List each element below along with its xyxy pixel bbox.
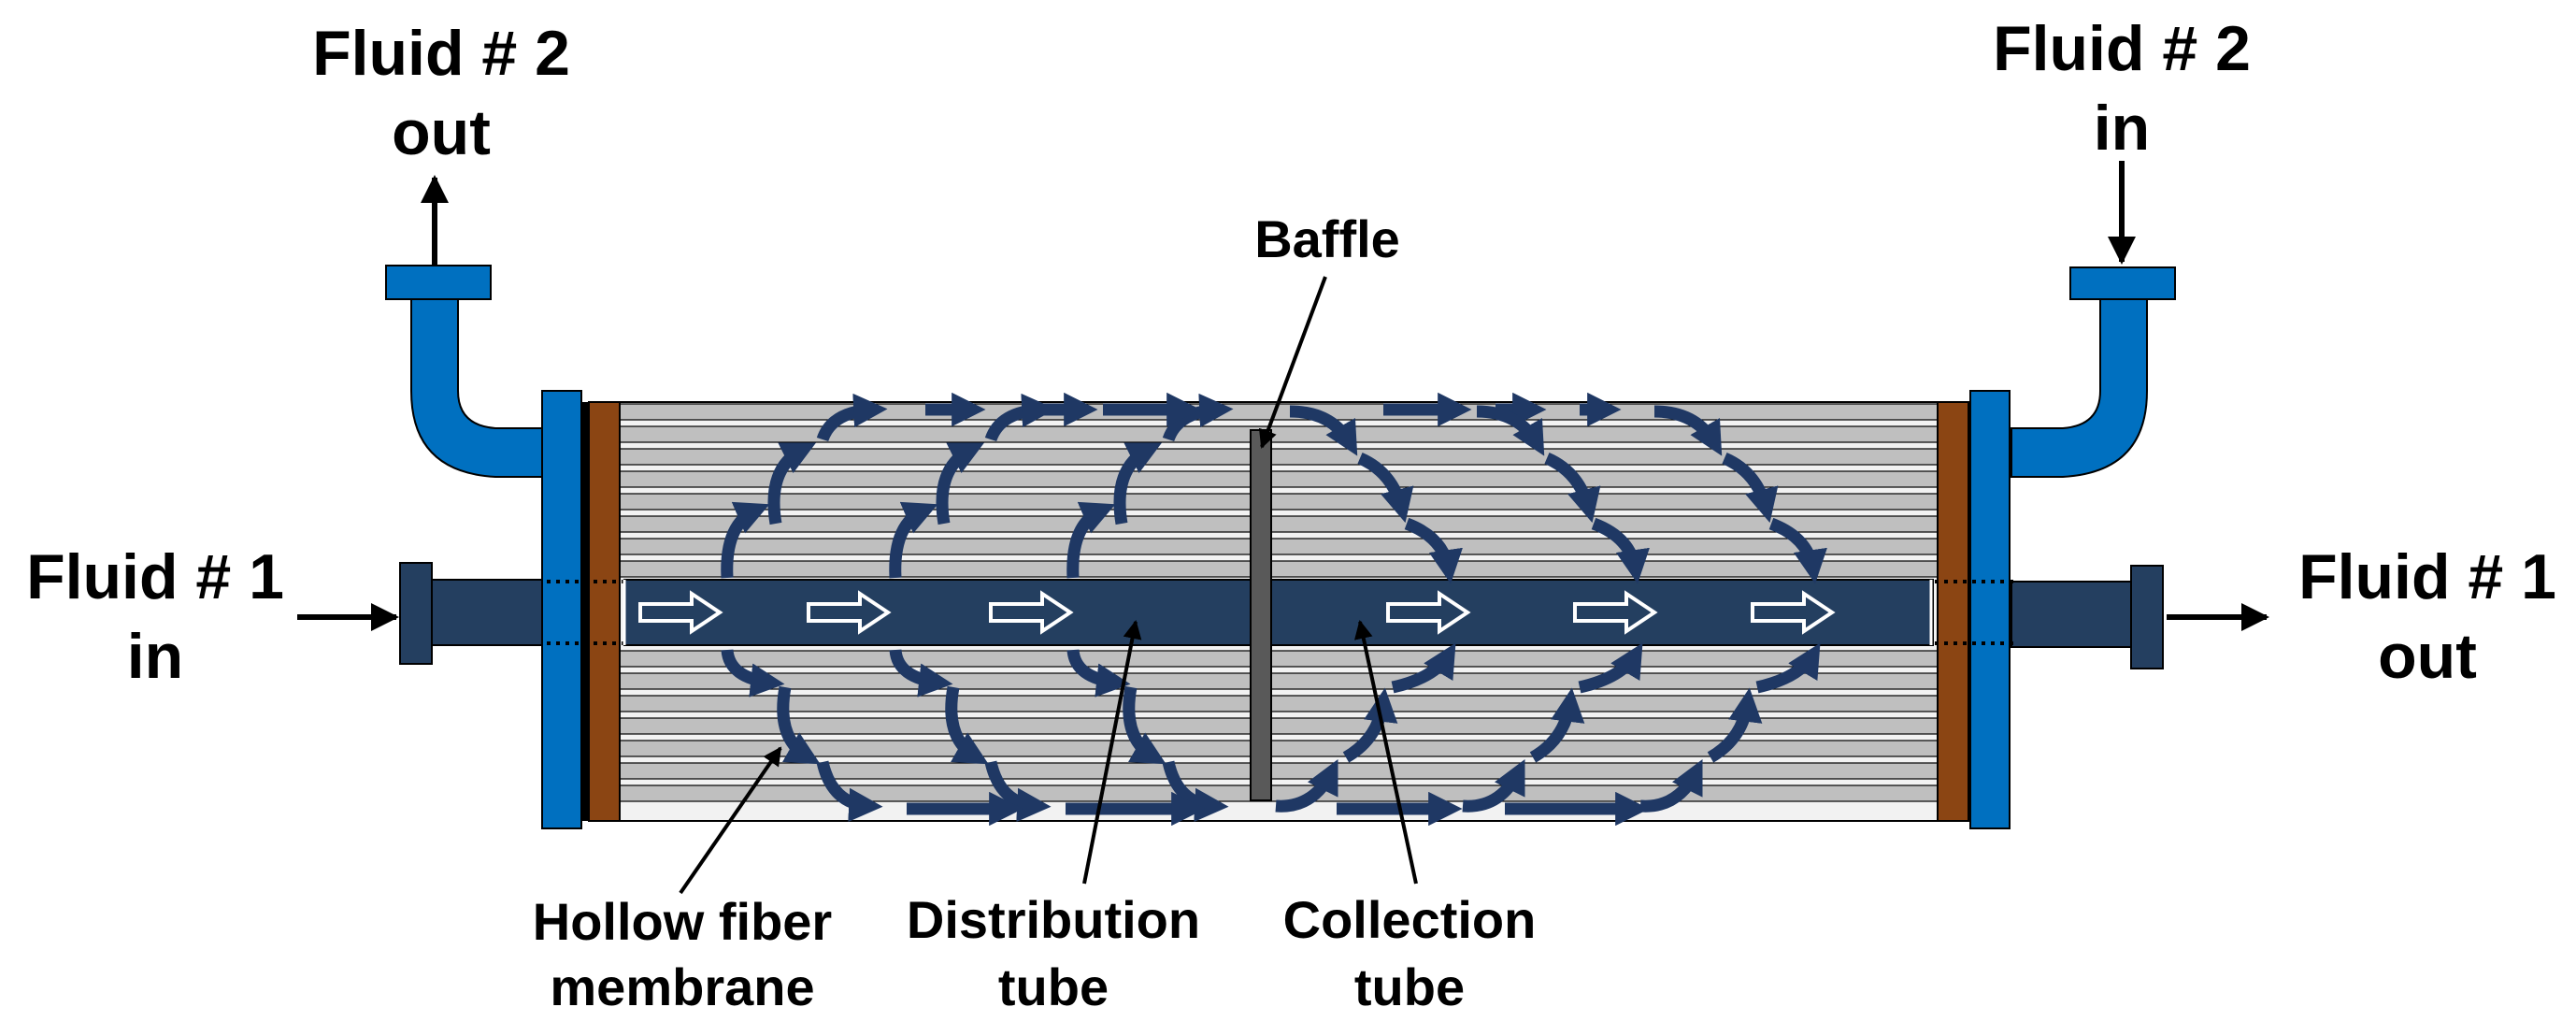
curved-arrow-icon [1707, 687, 1763, 763]
fluid1-in-label-line2: in [127, 621, 183, 692]
curved-arrow-icon [767, 442, 817, 525]
curved-arrow-icon [984, 393, 1056, 442]
curved-arrow-icon [1066, 501, 1116, 579]
fluid1-out-label-line2: out [2378, 621, 2477, 692]
fluid2-out-label-line2: out [392, 97, 491, 168]
fluid1-inlet-nozzle [399, 562, 548, 665]
fiber-strand [619, 672, 1939, 690]
curved-arrow-icon [1275, 758, 1338, 813]
axial-flow-arrows [638, 590, 1836, 635]
curved-arrow-icon [721, 501, 770, 579]
curved-arrow-icon [816, 393, 888, 442]
right-tubesheet [1937, 401, 1969, 822]
fluid1-outlet-nozzle [2011, 565, 2164, 669]
fluid2-in-label-line1: Fluid # 2 [1993, 13, 2251, 84]
curved-arrow-icon [816, 760, 883, 823]
curved-arrow-icon [1768, 517, 1827, 584]
hollow-right-arrow-icon [1573, 590, 1658, 635]
collection-tube-label-line1: Collection [1283, 890, 1537, 949]
curved-arrow-icon [945, 685, 989, 765]
hollow-right-arrow-icon [1386, 590, 1471, 635]
hollow-fiber-label-line1: Hollow fiber [533, 892, 832, 951]
left-tubesheet [588, 401, 621, 822]
curved-arrow-icon [1578, 642, 1643, 694]
curved-arrow-icon [1066, 649, 1131, 698]
fiber-strand [619, 650, 1939, 668]
curved-arrow-icon [1404, 517, 1463, 584]
curved-arrow-icon [936, 442, 985, 525]
fluid2-outlet-pipe [385, 265, 548, 478]
fluid2-outlet-flange [385, 265, 492, 300]
cross-flow-arrows [721, 392, 1827, 827]
curved-arrow-icon [721, 649, 785, 698]
fiber-strand [619, 740, 1939, 757]
curved-arrow-icon [889, 501, 938, 579]
baffle-leader-icon [1258, 276, 1327, 449]
curved-arrow-icon [1653, 405, 1723, 456]
curved-arrow-icon [777, 685, 821, 765]
fluid2-inlet-pipe [2011, 266, 2176, 478]
curved-arrow-icon [1639, 758, 1703, 813]
hollow-right-arrow-icon [807, 590, 892, 635]
fiber-strand [619, 425, 1939, 443]
curved-arrow-icon [1476, 405, 1545, 456]
fiber-strand [619, 493, 1939, 511]
curved-arrow-icon [1113, 442, 1163, 525]
distribution-tube-label-line1: Distribution [907, 890, 1200, 949]
fiber-strand [619, 515, 1939, 533]
collection-tube-label-line2: tube [1354, 957, 1465, 1016]
fiber-strand [619, 538, 1939, 555]
fluid2-in-label-line2: in [2094, 93, 2150, 164]
fluid1-out-label-line1: Fluid # 1 [2298, 541, 2556, 612]
curved-arrow-icon [1462, 758, 1525, 813]
curved-arrow-icon [1391, 642, 1456, 694]
central-tube [623, 579, 1934, 646]
fiber-strand [619, 784, 1939, 802]
curved-arrow-icon [1123, 685, 1166, 765]
curved-arrow-icon [1289, 405, 1358, 456]
distribution-tube-label-line2: tube [998, 957, 1109, 1016]
fluid1-in-label-line1: Fluid # 1 [26, 541, 284, 612]
baffle [1250, 429, 1272, 801]
hollow-right-arrow-icon [1751, 590, 1836, 635]
curved-arrow-icon [1529, 687, 1585, 763]
curved-arrow-icon [1544, 453, 1601, 524]
right-header-plate [1969, 390, 2011, 829]
curved-arrow-icon [1722, 453, 1779, 524]
curved-arrow-icon [1591, 517, 1650, 584]
distribution-tube-leader-icon [1082, 620, 1142, 885]
fluid2-inlet-flange [2069, 266, 2176, 300]
collection-tube-leader-icon [1353, 620, 1418, 885]
fiber-strand [619, 695, 1939, 712]
curved-arrow-icon [1342, 687, 1398, 763]
curved-arrow-icon [1357, 453, 1414, 524]
hollow-fiber-label-line2: membrane [550, 957, 814, 1016]
baffle-label: Baffle [1254, 209, 1400, 268]
left-seal [581, 402, 589, 821]
fluid2-out-label-line1: Fluid # 2 [312, 18, 570, 89]
curved-arrow-icon [889, 649, 953, 698]
fiber-strand [619, 560, 1939, 578]
hollow-right-arrow-icon [989, 590, 1074, 635]
hollow-fiber-leader-icon [679, 746, 782, 895]
tube-bore-dotted-lines [547, 580, 2014, 645]
left-header-plate [541, 390, 582, 829]
hollow-right-arrow-icon [638, 590, 723, 635]
curved-arrow-icon [1755, 642, 1821, 694]
